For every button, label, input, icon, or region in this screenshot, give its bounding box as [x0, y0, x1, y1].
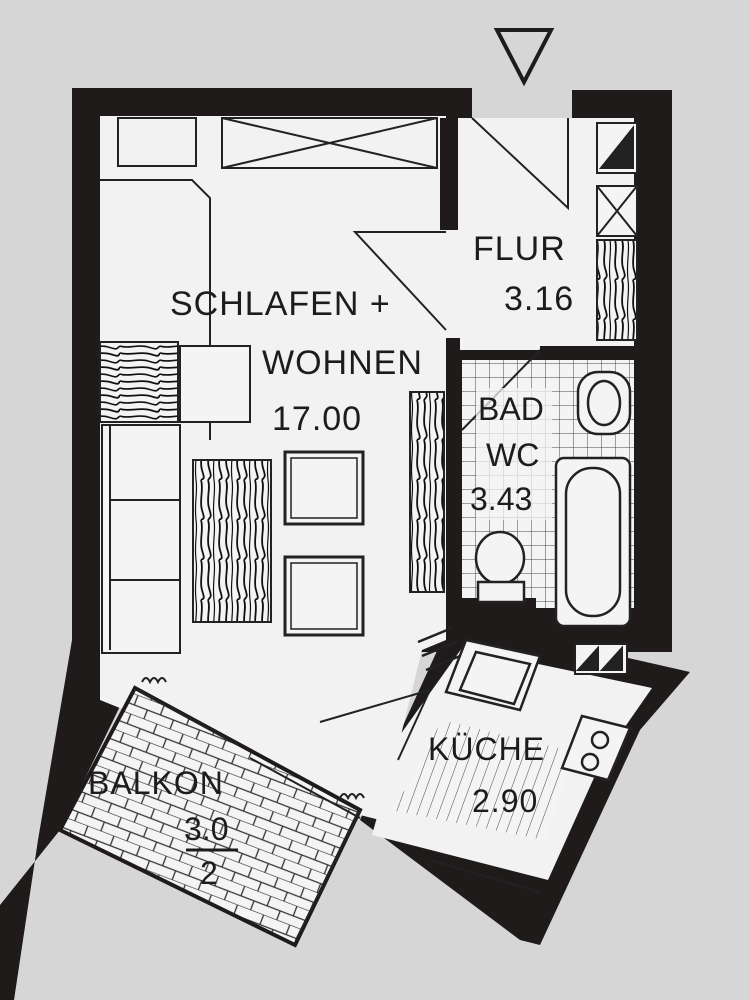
table — [192, 459, 272, 623]
wardrobe — [100, 117, 438, 440]
chairs — [283, 450, 365, 637]
wohnen-name-line2: WOHNEN — [262, 344, 423, 382]
entrance-arrow-icon — [493, 28, 555, 87]
bathroom-fixtures — [474, 370, 632, 628]
balcony-railing — [137, 677, 365, 941]
bad-area: 3.43 — [470, 481, 532, 517]
kitchen-fixtures — [417, 626, 632, 782]
room-label-wohnen: SCHLAFEN + WOHNEN 17.00 — [170, 285, 423, 438]
room-label-kueche: KÜCHE 2.90 — [428, 731, 545, 819]
room-label-flur: FLUR 3.16 — [473, 230, 574, 318]
flur-name: FLUR — [473, 230, 566, 268]
room-label-balkon: BALKON 3.0 2 — [88, 765, 238, 891]
interior-walls — [440, 118, 640, 638]
bad-name-line1: BAD — [478, 391, 544, 427]
cabinet — [409, 391, 445, 593]
kueche-name: KÜCHE — [428, 731, 545, 767]
balkon-area-denominator: 2 — [200, 855, 218, 891]
wohnen-area: 17.00 — [272, 400, 362, 438]
flur-area: 3.16 — [504, 280, 574, 318]
balkon-name: BALKON — [88, 765, 224, 801]
bad-name-line2: WC — [486, 437, 539, 473]
kueche-area: 2.90 — [472, 783, 538, 819]
balkon-area-numerator: 3.0 — [184, 811, 228, 847]
shaft-boxes — [574, 643, 628, 675]
wohnen-name-line1: SCHLAFEN + — [170, 285, 391, 323]
hallway-closet — [596, 122, 638, 341]
bed — [99, 341, 251, 654]
room-label-bad: BAD WC 3.43 — [470, 388, 552, 520]
